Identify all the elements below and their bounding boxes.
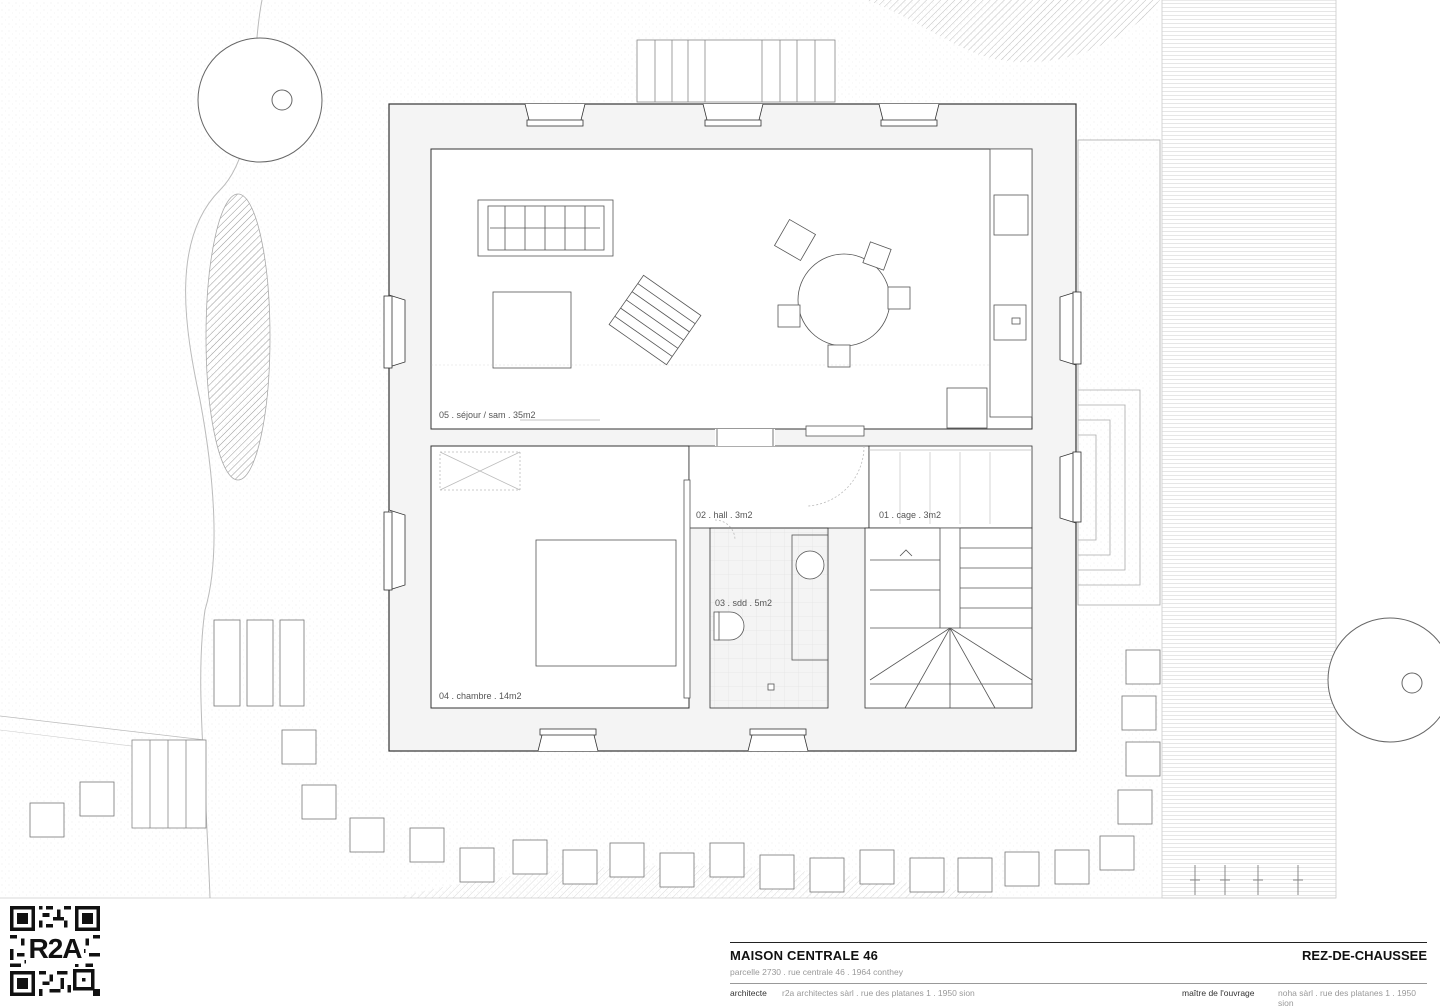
- room-sejour: [430, 148, 1033, 430]
- furniture: [477, 199, 911, 369]
- stepping-stones: [29, 619, 1161, 893]
- floor-plan: 05 . séjour / sam . 35m2 02 . hall . 3m2…: [0, 0, 1440, 899]
- project-title: MAISON CENTRALE 46: [730, 948, 879, 963]
- room-label-hall: 02 . hall . 3m2: [696, 510, 753, 520]
- toilet: [717, 611, 745, 641]
- terrace-deck: [1161, 0, 1337, 899]
- room-label-sejour: 05 . séjour / sam . 35m2: [439, 410, 536, 420]
- owner-label: maître de l'ouvrage: [1182, 988, 1255, 998]
- owner-value: noha sàrl . rue des platanes 1 . 1950 si…: [1278, 988, 1416, 1008]
- architect-label: architecte: [730, 988, 767, 998]
- staircase: [869, 449, 1033, 709]
- room-cage: [868, 445, 1033, 529]
- title-block: MAISON CENTRALE 46 REZ-DE-CHAUSSEE parce…: [730, 940, 1430, 1008]
- planting-bed: [205, 193, 271, 481]
- tree: [197, 37, 323, 163]
- garden-steps: [131, 739, 207, 829]
- tree-canopy-hatch: [865, 0, 1160, 63]
- entrance-steps: [636, 39, 836, 103]
- bike-racks: [1190, 865, 1303, 895]
- room-label-cage: 01 . cage . 3m2: [879, 510, 941, 520]
- tree: [1327, 617, 1440, 743]
- sink: [795, 550, 825, 580]
- project-address: parcelle 2730 . rue centrale 46 . 1964 c…: [730, 967, 903, 977]
- credits-rule: [730, 983, 1427, 984]
- room-label-sdd: 03 . sdd . 5m2: [715, 598, 772, 608]
- r2a-logo: R2A: [26, 934, 84, 964]
- title-rule: [730, 942, 1427, 943]
- side-steps: [1077, 139, 1161, 606]
- room-label-chambre: 04 . chambre . 14m2: [439, 691, 522, 701]
- building: [383, 103, 1082, 752]
- bed: [535, 539, 677, 667]
- sheet-title: REZ-DE-CHAUSSEE: [1302, 948, 1427, 963]
- room-hall: [688, 445, 870, 529]
- architect-value: r2a architectes sàrl . rue des platanes …: [782, 988, 975, 998]
